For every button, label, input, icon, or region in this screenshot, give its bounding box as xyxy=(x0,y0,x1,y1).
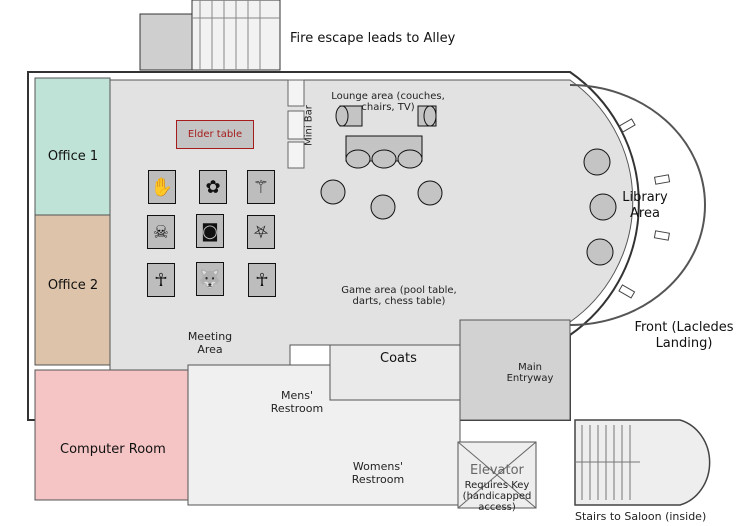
mini-bar-shelves xyxy=(287,79,305,169)
main-entryway xyxy=(459,319,571,421)
game-area-label: Game area (pool table, darts, chess tabl… xyxy=(341,285,457,307)
library-label: Library Area xyxy=(622,190,668,221)
office-1-label: Office 1 xyxy=(47,149,99,164)
wolf-icon: 🐺 xyxy=(196,262,224,296)
computer-room xyxy=(34,369,189,501)
elevator-note: Requires Key (handicapped access) xyxy=(462,480,532,513)
giovanni-ankh-icon: ☥ xyxy=(147,263,175,297)
mini-bar-label: Mini Bar xyxy=(303,105,315,146)
coats-area xyxy=(329,344,461,401)
gangrel-icon: ☠ xyxy=(147,215,175,249)
meeting-area-label: Meeting Area xyxy=(187,330,233,356)
computer-room-label: Computer Room xyxy=(60,442,166,457)
toreador-icon: ✿ xyxy=(199,170,227,204)
giovanni-ankh-icon: ☥ xyxy=(248,263,276,297)
womens-restroom-label: Womens' Restroom xyxy=(351,460,405,486)
office-2 xyxy=(34,214,111,366)
saloon-stairs xyxy=(574,419,711,506)
coats-label: Coats xyxy=(380,351,417,366)
stairs-label: Stairs to Saloon (inside) xyxy=(575,510,707,523)
brujah-icon: ⛧ xyxy=(247,215,275,249)
fire-escape-label: Fire escape leads to Alley xyxy=(290,31,456,46)
front-label: Front (Lacledes Landing) xyxy=(634,320,734,351)
main-entryway-label: Main Entryway xyxy=(506,362,554,384)
tremere-icon: ⚚ xyxy=(247,170,275,204)
mens-restroom-label: Mens' Restroom xyxy=(270,389,324,415)
office-1 xyxy=(34,77,111,216)
nosferatu-icon: ✋ xyxy=(148,170,176,204)
lounge-furniture xyxy=(320,105,617,266)
library-windows xyxy=(618,118,671,299)
office-2-label: Office 2 xyxy=(47,278,99,293)
ventrue-icon: ◙ xyxy=(196,214,224,248)
lounge-label: Lounge area (couches, chairs, TV) xyxy=(331,91,445,113)
fire-escape-stairs xyxy=(139,0,281,71)
elevator-label: Elevator xyxy=(470,463,524,478)
library-arc xyxy=(569,84,706,326)
elder-table: Elder table xyxy=(176,120,254,149)
